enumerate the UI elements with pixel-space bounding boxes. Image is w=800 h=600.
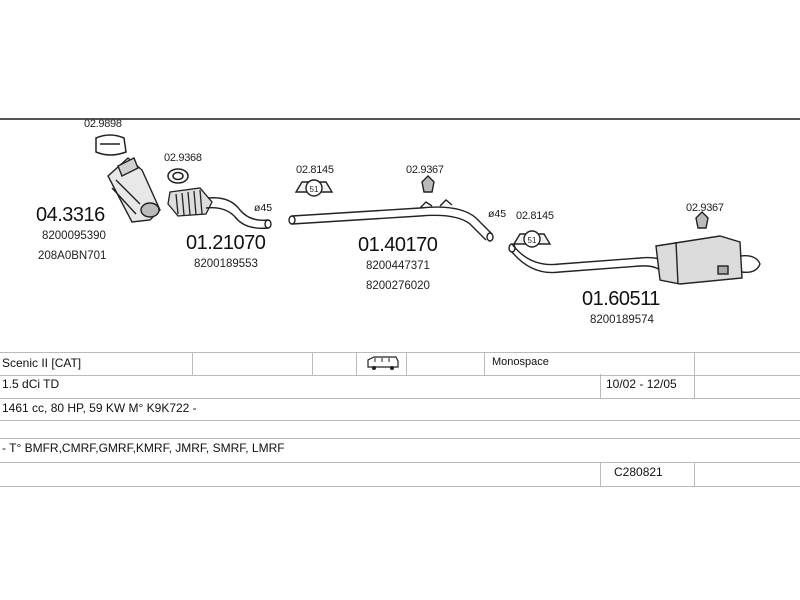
top-divider — [0, 118, 800, 120]
rear-silencer-ref: 01.60511 — [582, 288, 660, 310]
clamp-top-ref: 02.9898 — [84, 118, 122, 130]
hanger-rear-number-label: 51 — [528, 236, 537, 245]
pipe-diameter-2: ø45 — [488, 208, 507, 220]
specs-cell: 1461 cc, 80 HP, 59 KW M° K9K722 - — [2, 401, 197, 415]
rubber-hanger-rear-icon: 51 — [512, 230, 552, 248]
model-cell: Scenic II [CAT] — [2, 356, 82, 370]
years-cell: 10/02 - 12/05 — [606, 377, 677, 391]
middle-pipe-icon — [288, 199, 494, 242]
hanger-number-label: 51 — [310, 185, 319, 194]
table-row — [0, 420, 800, 439]
rear-silencer-oem: 8200189574 — [590, 314, 654, 326]
exhaust-system-drawing: 51 51 — [95, 134, 761, 285]
middle-pipe-ref: 01.40170 — [358, 234, 438, 256]
middle-pipe-oem-1: 8200447371 — [366, 260, 430, 272]
gasket-ref: 02.9368 — [164, 152, 202, 164]
front-pipe-oem: 8200189553 — [194, 258, 258, 270]
table-row: C280821 — [0, 462, 800, 487]
middle-pipe-oem-2: 8200276020 — [366, 280, 430, 292]
hanger-4-ref: 02.9367 — [686, 202, 724, 214]
table-row: 1461 cc, 80 HP, 59 KW M° K9K722 - — [0, 398, 800, 421]
catalyst-ref: 04.3316 — [36, 204, 105, 226]
flexible-pipe-icon — [167, 187, 213, 217]
rubber-hanger-icon: 51 — [294, 179, 334, 197]
front-pipe-icon — [205, 197, 272, 229]
clamp-part-icon — [95, 134, 127, 156]
catalogue-code-cell: C280821 — [614, 465, 663, 479]
pipe-diameter-1: ø45 — [254, 202, 273, 214]
engine-cell: 1.5 dCi TD — [2, 377, 60, 391]
front-pipe-ref: 01.21070 — [186, 232, 266, 254]
body-type-cell: Monospace — [492, 356, 549, 368]
catalyst-oem-1: 8200095390 — [42, 230, 106, 242]
catalytic-converter-icon — [107, 157, 161, 223]
table-row: Scenic II [CAT] Monospace — [0, 352, 800, 376]
hanger-3-ref: 02.8145 — [516, 210, 554, 222]
hanger-1-ref: 02.8145 — [296, 164, 334, 176]
rear-silencer-icon — [508, 235, 761, 285]
table-row: 1.5 dCi TD 10/02 - 12/05 — [0, 374, 800, 399]
small-hanger-icon — [421, 175, 435, 193]
gasket-icon — [167, 168, 189, 184]
codes-cell: - T° BMFR,CMRF,GMRF,KMRF, JMRF, SMRF, LM… — [2, 441, 285, 455]
catalyst-oem-2: 208A0BN701 — [38, 250, 107, 262]
van-icon — [364, 353, 404, 375]
hanger-2-ref: 02.9367 — [406, 164, 444, 176]
exhaust-diagram-area: 51 51 02.9898 04.3316 8200095390 208A — [0, 118, 800, 488]
table-row: - T° BMFR,CMRF,GMRF,KMRF, JMRF, SMRF, LM… — [0, 438, 800, 463]
small-hanger-rear-icon — [695, 211, 709, 229]
